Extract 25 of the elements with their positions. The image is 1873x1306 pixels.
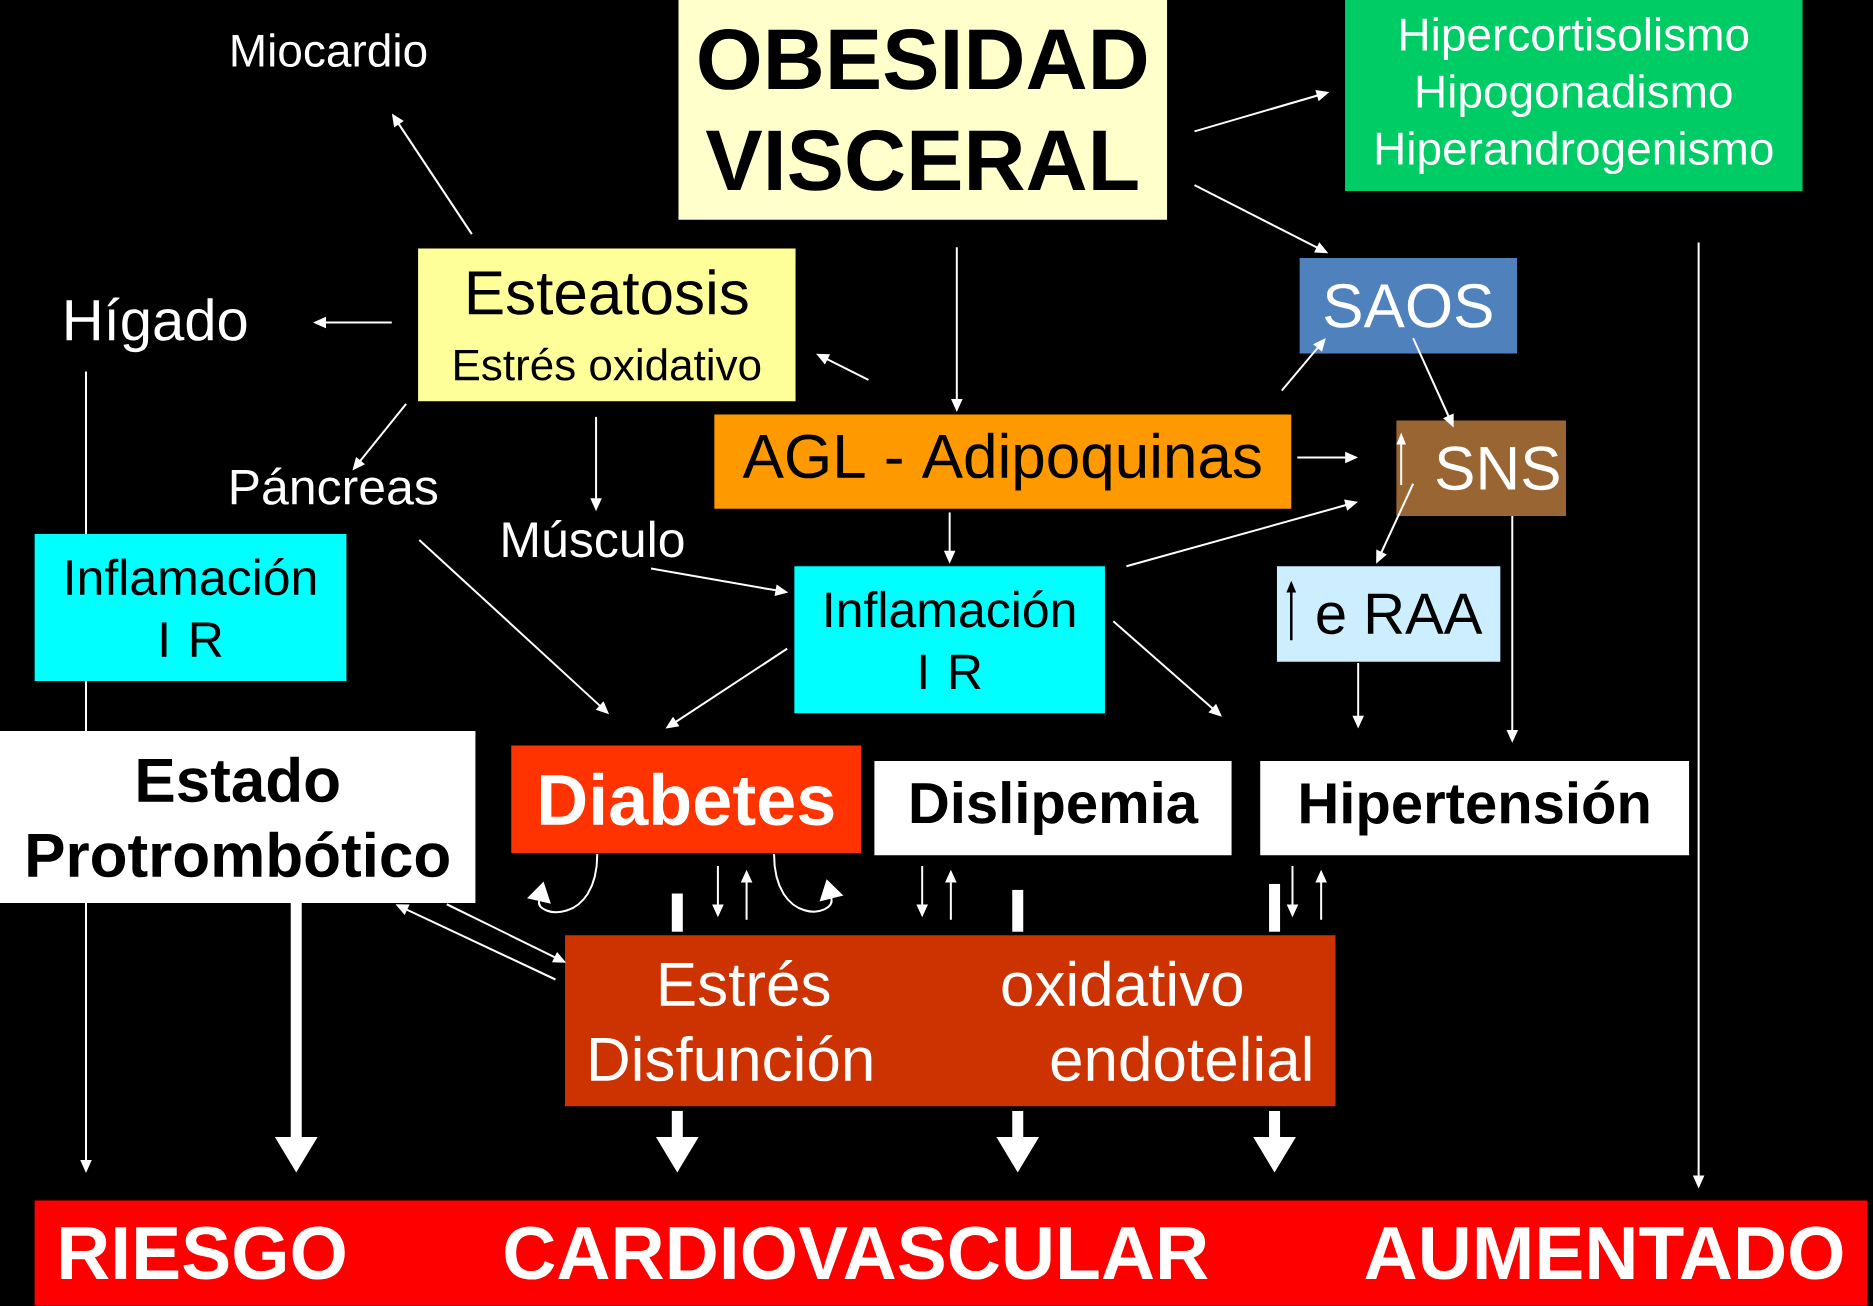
organ-label: Páncreas <box>231 467 438 505</box>
condition-box: Estado Protrombótico <box>0 731 476 904</box>
process-box: Hipercortisolismo Hipogonadismo Hiperandrogenismo <box>1345 0 1803 192</box>
process-box: SAOS <box>1299 258 1518 354</box>
outcome-banner: RIESGO CARDIOVASCULAR AUMENTADO <box>34 1200 1868 1306</box>
title-box: OBESIDAD VISCERAL <box>678 0 1168 220</box>
organ-label: Hígado <box>66 297 247 353</box>
process-box: e RAA <box>1276 566 1501 662</box>
connector-line <box>85 370 87 535</box>
condition-box: Diabetes <box>511 745 862 853</box>
process-box: SNS <box>1396 420 1567 517</box>
connector-line <box>1269 883 1281 932</box>
process-box: Inflamación I R <box>794 566 1105 714</box>
organ-label: Miocardio <box>232 33 427 68</box>
process-box: Estrés oxidativo Disfunción endotelial <box>565 935 1336 1107</box>
condition-box: Hipertensión <box>1260 760 1690 856</box>
connector-line <box>1012 889 1024 932</box>
connector-line <box>671 893 683 932</box>
condition-box: Dislipemia <box>874 760 1232 856</box>
process-box: AGL - Adipoquinas <box>714 414 1292 509</box>
process-box: Esteatosis Estrés oxidativo <box>418 248 796 402</box>
connector-line <box>85 679 87 733</box>
organ-label: Músculo <box>503 520 684 558</box>
cycle-arrow <box>527 853 599 913</box>
process-box: Inflamación I R <box>34 533 347 681</box>
